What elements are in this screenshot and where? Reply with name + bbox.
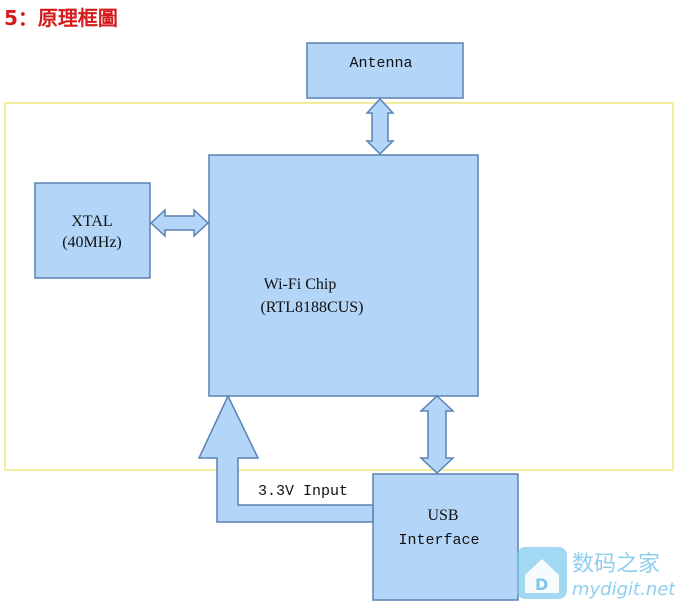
usb-label-line2: Interface bbox=[398, 532, 479, 549]
module-frame bbox=[4, 102, 674, 471]
chip-label-line1: Wi-Fi Chip bbox=[264, 276, 337, 293]
power-input-arrow bbox=[197, 394, 374, 523]
usb-label-line1: USB bbox=[427, 507, 458, 524]
house-logo-icon: D 数码之家 mydigit.net bbox=[517, 547, 675, 600]
xtal-label-line2: (40MHz) bbox=[62, 234, 122, 251]
wifi-chip-block bbox=[208, 154, 479, 397]
antenna-chip-double-arrow bbox=[365, 97, 395, 156]
svg-text:数码之家: 数码之家 bbox=[572, 552, 660, 577]
watermark-logo: D 数码之家 mydigit.net bbox=[515, 545, 675, 601]
svg-text:mydigit.net: mydigit.net bbox=[572, 579, 675, 600]
antenna-label: Antenna bbox=[349, 55, 412, 72]
antenna-block bbox=[306, 42, 464, 99]
svg-text:D: D bbox=[535, 575, 548, 594]
power-input-label: 3.3V Input bbox=[258, 483, 348, 500]
chip-label-line2: (RTL8188CUS) bbox=[260, 299, 363, 316]
page-title: 5：原理框圖 bbox=[4, 6, 118, 30]
chip-usb-double-arrow bbox=[419, 394, 455, 475]
xtal-block bbox=[34, 182, 151, 279]
xtal-label-line1: XTAL bbox=[71, 213, 112, 230]
usb-block bbox=[372, 473, 519, 601]
xtal-chip-double-arrow bbox=[149, 208, 210, 238]
